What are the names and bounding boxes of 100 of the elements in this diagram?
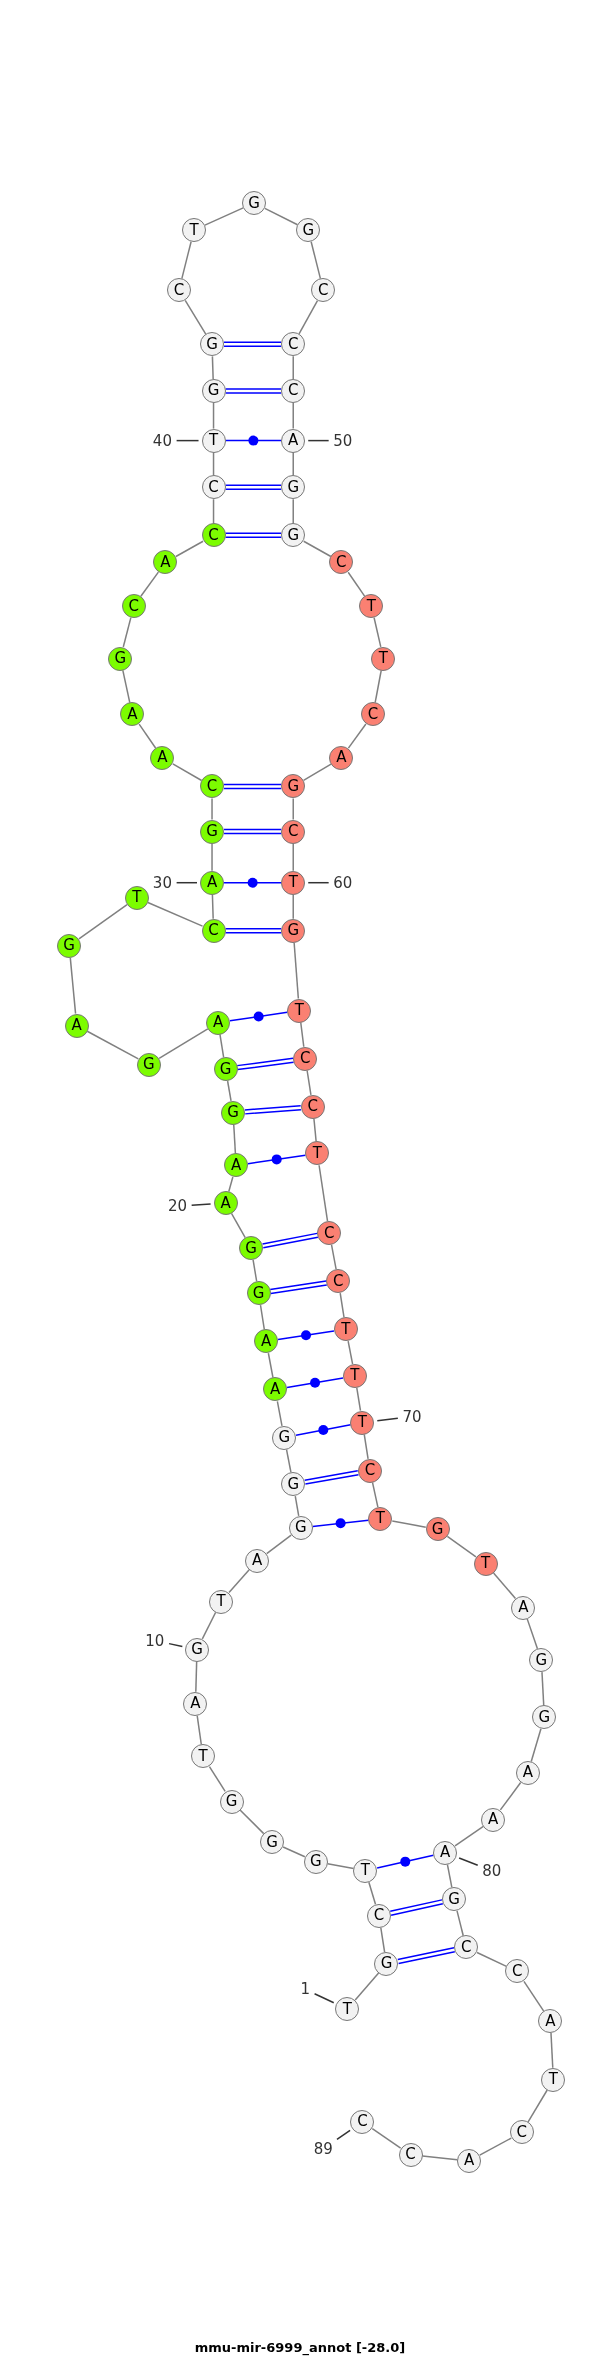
backbone-line (339, 1292, 345, 1319)
base-pair-bond (236, 1057, 295, 1071)
nucleotide-circle: C (509, 2120, 534, 2145)
nucleotide-circle: A (200, 870, 224, 895)
nucleotide-circle: G (529, 1648, 554, 1673)
backbone-line (226, 1080, 232, 1102)
backbone-line (252, 1259, 258, 1283)
backbone-line (347, 1340, 354, 1365)
nucleotide-circle: A (515, 1760, 540, 1785)
backbone-line (292, 402, 294, 430)
nucleotide-circle: G (281, 523, 306, 548)
backbone-line (264, 207, 299, 226)
nucleotide-circle: T (353, 1858, 378, 1883)
backbone-line (195, 1660, 198, 1693)
backbone-line (201, 1611, 217, 1640)
nucleotide-circle: G (281, 918, 306, 943)
backbone-line (219, 1033, 225, 1059)
backbone-line (380, 1926, 386, 1953)
nucleotide-circle: G (219, 1789, 244, 1814)
base-pair-bond (311, 1519, 370, 1528)
backbone-line (172, 763, 203, 782)
backbone-line (298, 299, 319, 335)
position-number: 50 (333, 432, 353, 449)
backbone-line (373, 616, 382, 648)
backbone-line (310, 240, 322, 280)
nucleotide-circle: C (281, 378, 306, 403)
position-number: 30 (152, 874, 172, 891)
nucleotide-circle: G (303, 1849, 328, 1874)
backbone-line (292, 355, 294, 380)
backbone-line (318, 1164, 329, 1222)
backbone-line (293, 942, 300, 1000)
nucleotide-circle: C (201, 475, 226, 500)
nucleotide-circle: C (166, 278, 191, 303)
nucleotide-circle: A (120, 702, 145, 727)
nucleotide-circle: C (281, 332, 306, 357)
nucleotide-circle: C (398, 2142, 423, 2167)
nucleotide-circle: A (538, 2009, 563, 2034)
nucleotide-circle: C (200, 774, 224, 799)
nucleotide-circle: G (201, 378, 226, 403)
nucleotide-circle: C (366, 1903, 391, 1928)
backbone-line (526, 1618, 539, 1650)
leader-line (168, 1642, 184, 1648)
nucleotide-circle: C (121, 594, 146, 618)
base-pair-bond (224, 928, 282, 934)
nucleotide-circle: G (374, 1951, 399, 1976)
nucleotide-circle: A (281, 428, 306, 453)
backbone-line (302, 540, 332, 558)
backbone-line (478, 2137, 512, 2156)
backbone-line (276, 1400, 283, 1427)
nucleotide-circle: A (254, 1329, 279, 1354)
leader-line (175, 881, 198, 884)
nucleotide-circle: T (124, 885, 149, 910)
base-pair-bond (295, 1424, 352, 1437)
nucleotide-circle: G (442, 1887, 467, 1912)
nucleotide-circle: T (333, 1317, 358, 1342)
leader-line (313, 1993, 335, 2004)
nucleotide-circle: C (201, 918, 226, 943)
base-pair-bond (224, 484, 282, 490)
nucleotide-circle: C (201, 523, 226, 548)
nucleotide-circle: A (481, 1807, 506, 1832)
backbone-line (374, 669, 382, 704)
backbone-line (302, 763, 332, 782)
nucleotide-circle: A (150, 745, 175, 770)
backbone-line (354, 1972, 380, 2001)
backbone-line (446, 1535, 477, 1558)
diagram-title: mmu-mir-6999_annot [-28.0] (193, 2340, 407, 2355)
backbone-line (184, 299, 207, 335)
nucleotide-circle: C (360, 702, 385, 727)
leader-line (307, 439, 330, 442)
base-pair-bond (244, 1104, 302, 1115)
backbone-line (267, 1352, 274, 1379)
nucleotide-circle: C (357, 1458, 382, 1483)
backbone-line (292, 797, 294, 821)
nucleotide-circle: C (350, 2109, 375, 2134)
backbone-line (282, 1846, 306, 1858)
backbone-line (292, 842, 294, 872)
nucleotide-circle: T (371, 646, 396, 671)
nucleotide-circle: C (505, 1959, 530, 1984)
backbone-line (212, 451, 215, 476)
backbone-line (211, 893, 214, 920)
backbone-line (138, 723, 157, 749)
nucleotide-circle: T (201, 428, 226, 453)
backbone-line (550, 2032, 554, 2069)
leader-line (307, 881, 330, 884)
nucleotide-circle: G (281, 1472, 306, 1497)
base-pair-bond (277, 1330, 335, 1341)
backbone-line (233, 1124, 237, 1155)
position-number: 10 (145, 1632, 165, 1649)
position-number: 80 (482, 1862, 502, 1879)
backbone-line (211, 355, 214, 380)
nucleotide-circle: T (350, 1410, 375, 1435)
backbone-line (228, 1176, 234, 1193)
backbone-line (259, 1304, 266, 1331)
nucleotide-circle: A (183, 1691, 208, 1716)
nucleotide-circle: T (342, 1363, 367, 1388)
base-pair-bond (223, 783, 282, 790)
backbone-line (347, 723, 367, 749)
nucleotide-circle: G (200, 332, 224, 357)
backbone-line (306, 1069, 312, 1096)
backbone-line (204, 207, 244, 226)
